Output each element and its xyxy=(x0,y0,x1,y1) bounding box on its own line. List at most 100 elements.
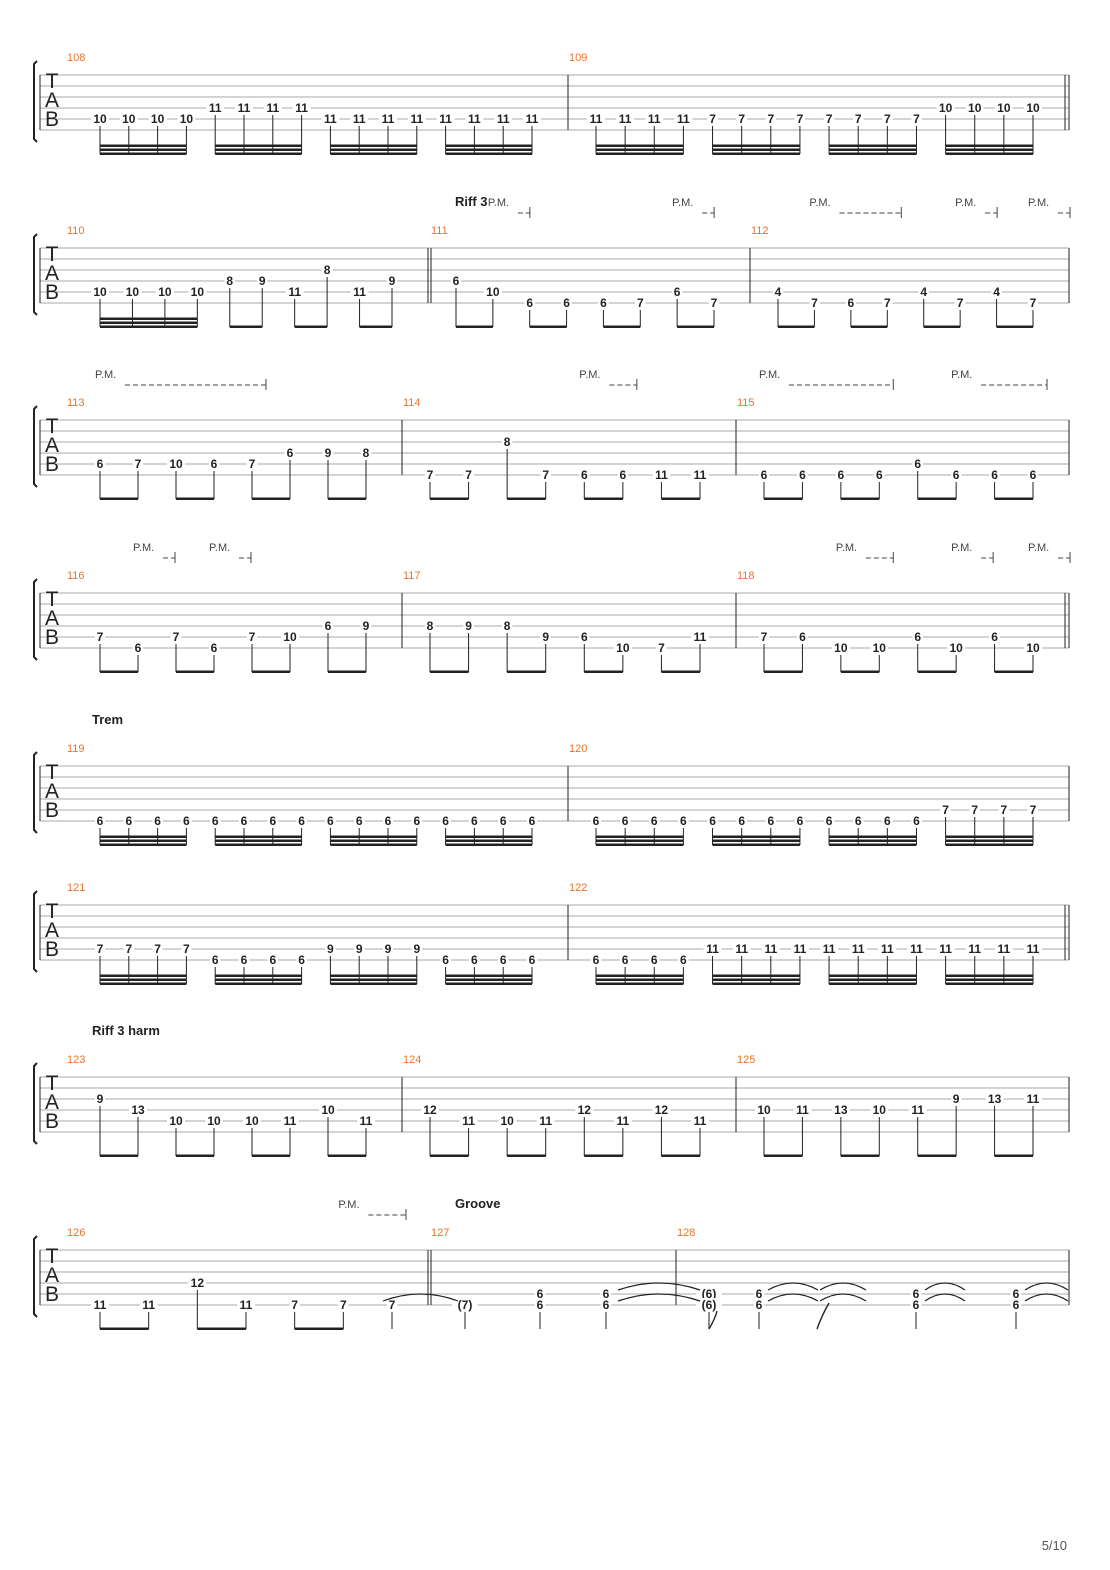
fret-number: 6 xyxy=(1030,468,1037,482)
beam xyxy=(945,978,1033,981)
fret-mask xyxy=(463,619,474,632)
fret-number: 11 xyxy=(677,112,690,126)
fret-number: 6 xyxy=(761,468,768,482)
tab-clef-letter: B xyxy=(45,626,59,649)
fret-number: 6 xyxy=(298,814,305,828)
fret-number: 7 xyxy=(249,630,256,644)
fret-number: 6 xyxy=(581,630,588,644)
fret-number: 12 xyxy=(423,1103,437,1117)
fret-mask xyxy=(600,1287,612,1300)
measure-number: 125 xyxy=(737,1054,755,1066)
fret-mask xyxy=(852,112,864,125)
beam xyxy=(330,835,417,838)
beam xyxy=(764,670,803,673)
fret-number: 11 xyxy=(324,112,337,126)
fret-mask xyxy=(656,641,667,654)
fret-mask xyxy=(256,274,268,287)
fret-mask xyxy=(991,285,1002,298)
beam xyxy=(507,497,546,500)
fret-number: 6 xyxy=(325,619,332,633)
fret-number: 6 xyxy=(884,814,891,828)
fret-number: 9 xyxy=(363,619,370,633)
beam xyxy=(445,144,532,147)
beam xyxy=(945,144,1033,147)
fret-mask xyxy=(167,1114,185,1127)
fret-mask xyxy=(835,468,847,481)
fret-mask xyxy=(696,1287,722,1300)
fret-number: 6 xyxy=(855,814,862,828)
beam xyxy=(945,152,1033,155)
fret-mask xyxy=(139,1298,158,1311)
fret-mask xyxy=(338,1298,349,1311)
fret-number: 11 xyxy=(694,1114,707,1128)
fret-mask xyxy=(820,942,839,955)
measure-number: 113 xyxy=(67,397,85,409)
fret-mask xyxy=(674,112,693,125)
fret-mask xyxy=(357,1114,375,1127)
fret-mask xyxy=(94,457,106,470)
beam xyxy=(100,152,187,155)
fret-number: 10 xyxy=(486,285,500,299)
palm-mute-label: P.M. xyxy=(95,369,116,381)
fret-mask xyxy=(652,1103,671,1116)
beam xyxy=(840,497,880,500)
fret-mask xyxy=(1027,296,1039,309)
fret-mask xyxy=(793,1103,812,1116)
fret-number: 11 xyxy=(823,942,836,956)
fret-number: 7 xyxy=(135,457,142,471)
fret-mask xyxy=(296,814,307,827)
system-bracket xyxy=(33,233,38,316)
beam xyxy=(229,325,263,328)
fret-mask xyxy=(497,814,509,827)
tab-clef-letter: T xyxy=(46,1072,59,1095)
beam xyxy=(328,1154,366,1157)
beam xyxy=(829,144,917,147)
fret-mask xyxy=(874,468,885,481)
fret-number: 6 xyxy=(212,953,219,967)
tab-clef-letter: B xyxy=(45,281,59,304)
beam xyxy=(176,670,214,673)
beam xyxy=(945,982,1033,985)
tie xyxy=(382,1293,459,1302)
beam xyxy=(712,974,800,977)
beam xyxy=(100,843,187,846)
fret-number: 6 xyxy=(537,1298,544,1312)
fret-mask xyxy=(353,942,365,955)
system-bracket xyxy=(33,60,38,143)
fret-number: 8 xyxy=(363,446,370,460)
fret-mask xyxy=(440,814,451,827)
fret-mask xyxy=(319,1103,337,1116)
beam xyxy=(100,978,187,981)
fret-mask xyxy=(296,953,307,966)
fret-mask xyxy=(123,942,135,955)
fret-mask xyxy=(224,274,236,287)
fret-number: 9 xyxy=(327,942,334,956)
measure-number: 111 xyxy=(431,225,448,237)
fret-mask xyxy=(360,619,372,632)
section-label: Riff 3 xyxy=(455,194,488,209)
fret-number: 6 xyxy=(593,953,600,967)
tab-clef-letter: T xyxy=(46,70,59,93)
tab-clef-letter: A xyxy=(45,89,59,112)
fret-number: 11 xyxy=(655,468,668,482)
fret-mask xyxy=(181,814,192,827)
fret-mask xyxy=(678,814,689,827)
tie xyxy=(617,1282,701,1291)
beam xyxy=(430,1154,469,1157)
fret-number: 6 xyxy=(1013,1287,1020,1301)
fret-number: 11 xyxy=(410,112,423,126)
fret-number: 11 xyxy=(648,112,661,126)
beam xyxy=(850,325,888,328)
tab-clef-letter: T xyxy=(46,588,59,611)
fret-mask xyxy=(954,296,966,309)
fret-mask xyxy=(498,1114,517,1127)
beam xyxy=(100,835,187,838)
fret-number: 11 xyxy=(360,1114,373,1128)
beam xyxy=(712,978,800,981)
fret-number: 7 xyxy=(767,112,774,126)
fret-mask xyxy=(707,814,718,827)
fret-mask xyxy=(407,112,426,125)
